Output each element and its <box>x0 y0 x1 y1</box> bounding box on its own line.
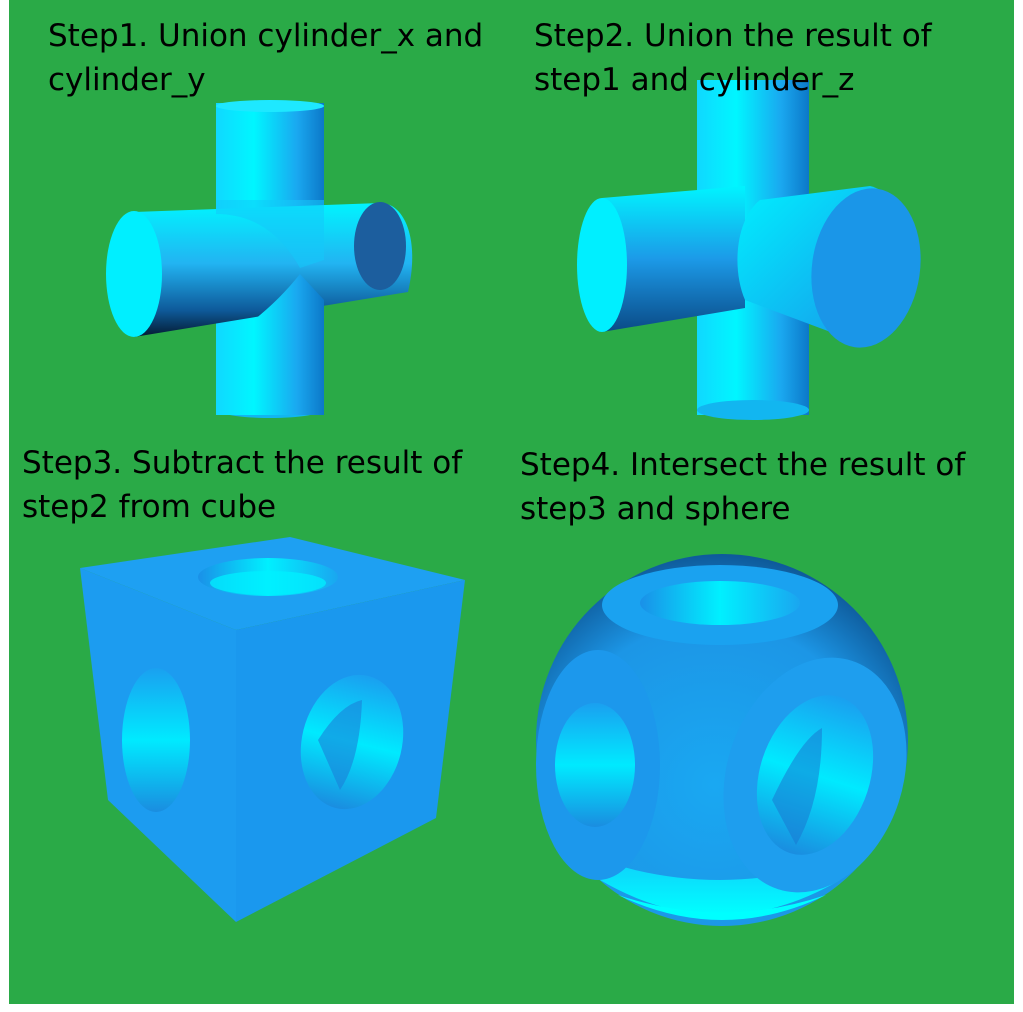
cube-right-hole-depth <box>318 700 362 790</box>
step2-left-cap <box>577 198 627 332</box>
sphere-left-hole <box>555 703 635 827</box>
step4-caption: Step4. Intersect the result of step3 and… <box>520 443 965 531</box>
step1-caption-line2: cylinder_y <box>48 62 206 98</box>
step3-shape <box>80 537 465 922</box>
step2-caption-line2: step1 and cylinder_z <box>534 62 855 98</box>
cube-top-hole-inner <box>210 571 326 595</box>
step3-caption-line2: step2 from cube <box>22 489 277 525</box>
cylinder-z-front-cap <box>811 188 921 348</box>
step2-caption-line1: Step2. Union the result of <box>534 18 932 54</box>
cylinder-y-top <box>216 100 324 112</box>
sphere-right-hole-depth <box>772 728 822 845</box>
step2-vertical-bottom <box>697 400 809 420</box>
step2-caption: Step2. Union the result of step1 and cyl… <box>534 14 932 102</box>
step4-shape <box>536 554 908 926</box>
step2-shape <box>577 80 921 420</box>
step3-caption-line1: Step3. Subtract the result of <box>22 445 463 481</box>
step1-shape <box>106 100 413 418</box>
cylinder-x-body <box>134 203 413 337</box>
step3-caption: Step3. Subtract the result of step2 from… <box>22 441 462 529</box>
step2-left-cylinder <box>602 186 745 332</box>
step1-caption-line1: Step1. Union cylinder_x and <box>48 18 484 54</box>
cylinder-y-lower <box>216 274 324 415</box>
seam-upper <box>216 200 324 268</box>
step4-caption-line2: step3 and sphere <box>520 491 791 527</box>
cylinder-x-right-end <box>354 202 406 290</box>
cube-left-hole <box>122 668 190 812</box>
step4-caption-line1: Step4. Intersect the result of <box>520 447 966 483</box>
step1-caption: Step1. Union cylinder_x and cylinder_y <box>48 14 483 102</box>
sphere-bottom-highlight <box>618 895 826 920</box>
sphere-bottom-band <box>600 860 840 915</box>
cylinder-x-left-cap <box>106 211 162 337</box>
sphere-top-hole <box>640 581 800 625</box>
